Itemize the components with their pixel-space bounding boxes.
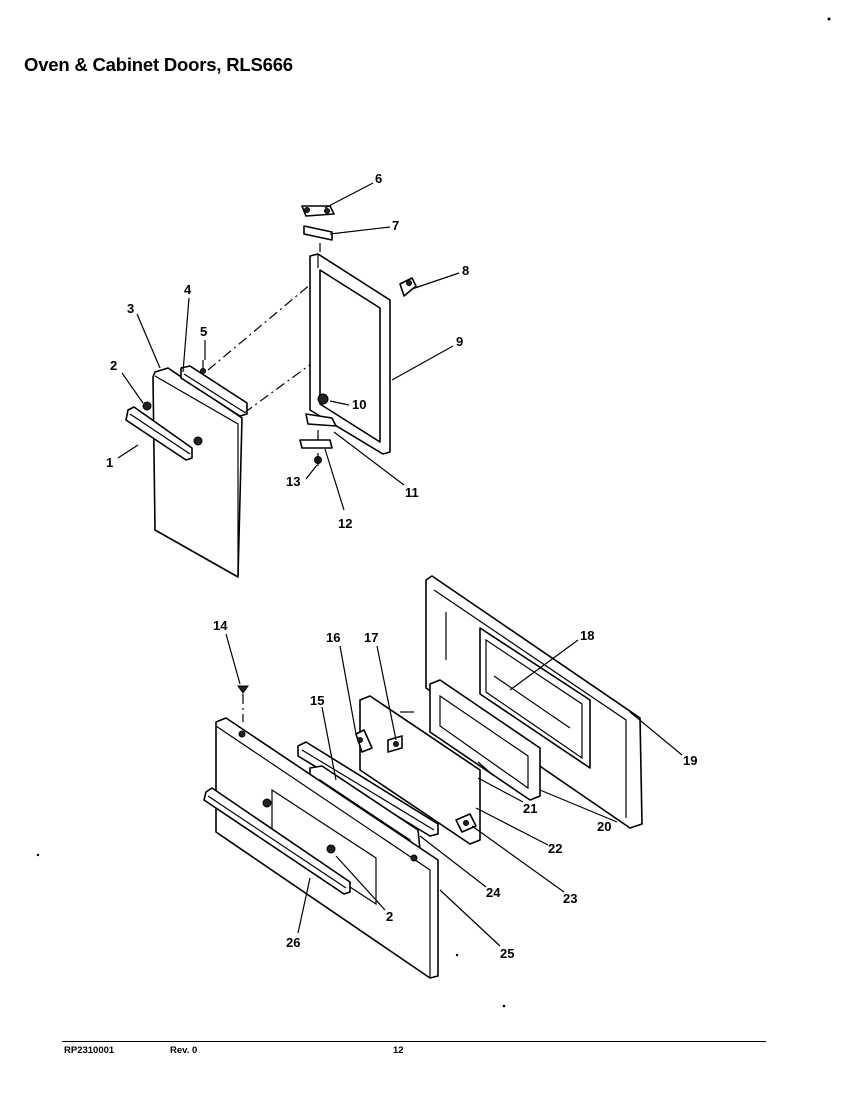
callout-24: 24 xyxy=(486,885,501,900)
callout-2: 2 xyxy=(110,358,117,373)
oven-bracket-23 xyxy=(455,813,477,833)
callout-13: 13 xyxy=(286,474,300,489)
footer-page-number: 12 xyxy=(393,1045,404,1056)
screw-2-lower-b xyxy=(326,844,336,854)
callout-20: 20 xyxy=(597,819,611,834)
screw-14-hole xyxy=(238,730,246,738)
callout-11: 11 xyxy=(405,485,419,500)
hinge-bracket-7 xyxy=(303,225,333,252)
callout-5: 5 xyxy=(200,324,207,339)
callout-16: 16 xyxy=(326,630,340,645)
callout-18: 18 xyxy=(580,628,594,643)
callout-10: 10 xyxy=(352,397,366,412)
oven-window-glass xyxy=(493,675,571,729)
footer-revision: Rev. 0 xyxy=(170,1045,198,1056)
callout-9: 9 xyxy=(456,334,463,349)
callout-12: 12 xyxy=(338,516,352,531)
hinge-bracket-6 xyxy=(301,205,335,217)
oven-door-inner-liner xyxy=(425,575,643,829)
callout-17: 17 xyxy=(364,630,378,645)
cabinet-door-handle xyxy=(125,406,193,461)
scan-specks xyxy=(36,17,831,1008)
callout-3: 3 xyxy=(127,301,134,316)
callout-19: 19 xyxy=(683,753,697,768)
screw-2-lower-a xyxy=(262,798,272,808)
callout-21: 21 xyxy=(523,801,537,816)
leader-lines xyxy=(117,182,683,947)
cabinet-door-top-channel xyxy=(180,365,248,417)
screw-2-upper-b xyxy=(193,436,203,446)
oven-door-insulation xyxy=(359,695,481,845)
hinge-catch-8 xyxy=(399,277,417,297)
screw-25 xyxy=(410,854,418,862)
callout-8: 8 xyxy=(462,263,469,278)
screw-13 xyxy=(314,453,322,466)
callout-15: 15 xyxy=(310,693,324,708)
screw-2-upper xyxy=(142,401,152,411)
hinge-bracket-12 xyxy=(299,430,333,449)
callout-25: 25 xyxy=(500,946,514,961)
callout-6: 6 xyxy=(375,171,382,186)
callout-14: 14 xyxy=(213,618,228,633)
oven-window-frame-20 xyxy=(429,679,541,801)
oven-door-assembly xyxy=(203,575,643,979)
callout-23: 23 xyxy=(563,891,577,906)
hinge-bracket-11 xyxy=(305,413,337,427)
footer-part-code: RP2310001 xyxy=(64,1045,115,1056)
oven-door-handle xyxy=(203,787,351,895)
callout-2-lower: 2 xyxy=(386,909,393,924)
callout-7: 7 xyxy=(392,218,399,233)
hinge-pin-10 xyxy=(317,393,329,405)
page-title: Oven & Cabinet Doors, RLS666 xyxy=(24,54,293,75)
screw-14 xyxy=(237,685,249,722)
footer-rule xyxy=(62,1041,766,1042)
callout-4: 4 xyxy=(184,282,192,297)
oven-hinge-16 xyxy=(355,729,373,753)
callout-22: 22 xyxy=(548,841,562,856)
callout-1: 1 xyxy=(106,455,113,470)
callout-numbers: 1 2 3 4 5 6 7 8 9 10 11 12 13 14 15 16 1… xyxy=(106,171,697,961)
oven-hinge-17 xyxy=(387,735,403,753)
screw-5 xyxy=(200,360,206,374)
cabinet-door-assembly xyxy=(125,205,417,578)
cabinet-inner-frame xyxy=(309,253,391,455)
callout-26: 26 xyxy=(286,935,300,950)
